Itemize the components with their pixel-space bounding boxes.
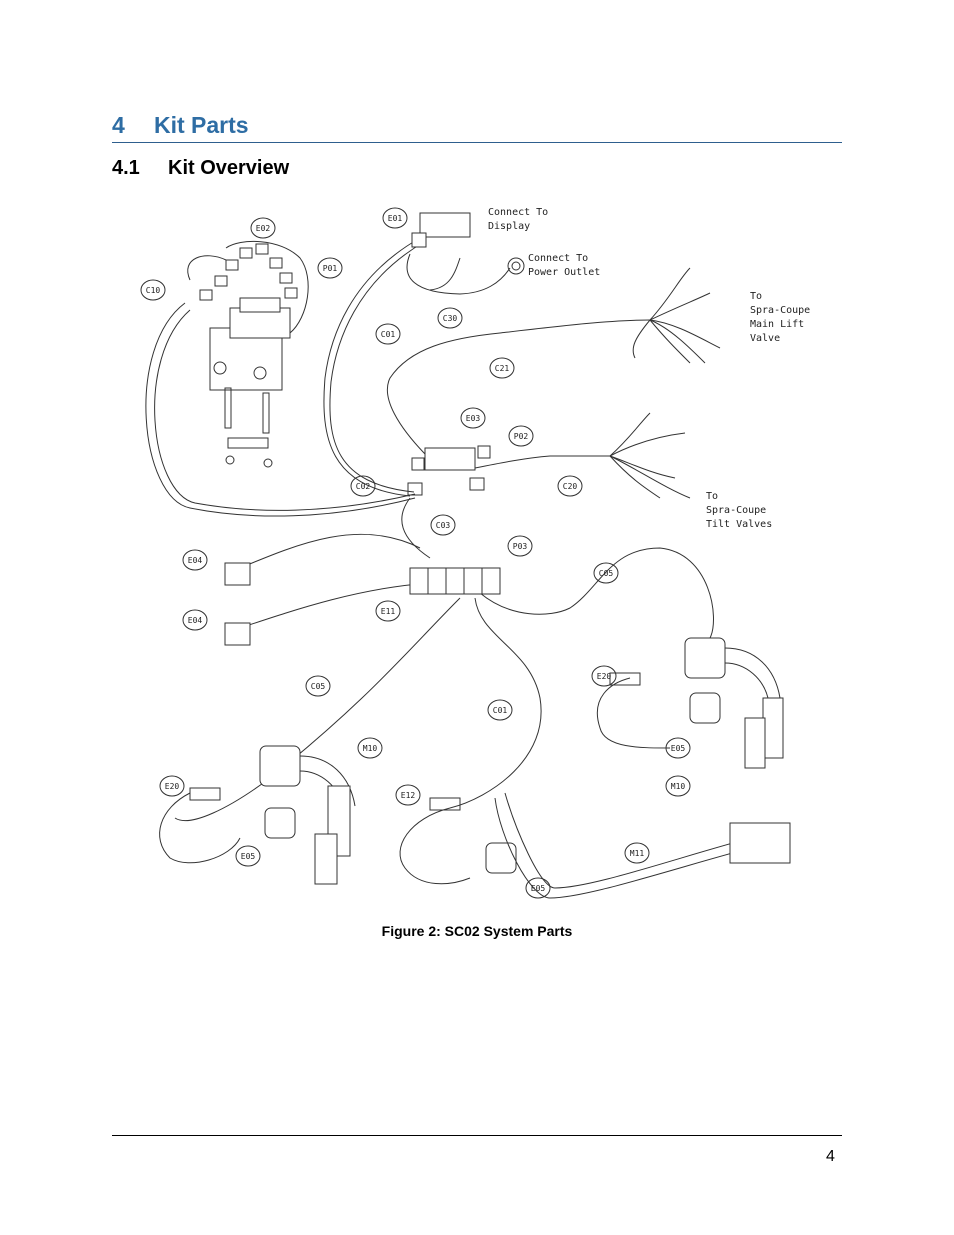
section-heading: 4 Kit Parts [112,110,842,143]
section-title: Kit Parts [154,112,249,138]
display-note-line-1: Connect To [488,207,548,218]
callout-circles [140,207,691,899]
tilt-note-line-1: To [706,491,718,502]
callout-c03: C03 [436,521,451,530]
main-lift-note-line-1: To [750,291,762,302]
harness-cables [145,237,721,885]
callout-e01: E01 [388,214,403,223]
callout-c21: C21 [495,364,510,373]
callout-m10-right: M10 [671,782,686,791]
subsection-title: Kit Overview [168,157,290,179]
callout-c05-left: C05 [311,682,326,691]
callout-e04-lower: E04 [188,616,203,625]
callout-e05-right: E05 [671,744,686,753]
section-number: 4 [112,112,125,138]
display-note-line-2: Display [488,221,530,232]
tilt-note-line-2: Spra-Coupe [706,505,766,516]
main-lift-note-line-4: Valve [750,333,780,344]
callout-e11: E11 [381,607,396,616]
callout-c30: C30 [443,314,458,323]
callout-p01: P01 [323,264,338,273]
valve-block-drawing [187,240,309,468]
callout-e05-left: E05 [241,852,256,861]
callout-c01-bottom: C01 [493,706,508,715]
subsection-heading: 4.1 Kit Overview [112,157,289,180]
callout-e20-right: E20 [597,672,612,681]
main-lift-note-line-3: Main Lift [750,319,804,330]
callout-m10-left: M10 [363,744,378,753]
main-lift-note-line-2: Spra-Coupe [750,305,810,316]
callout-p03: P03 [513,542,528,551]
figure-caption: Figure 2: SC02 System Parts [381,923,573,939]
callout-e02: E02 [256,224,271,233]
footer-divider [112,1135,842,1136]
callout-e20-left: E20 [165,782,180,791]
callout-m11: M11 [630,849,645,858]
annotations: Connect To Display Connect To Power Outl… [488,207,810,530]
power-note-line-2: Power Outlet [528,267,600,278]
callout-c20: C20 [563,482,578,491]
callout-p02: P02 [514,432,529,441]
power-note-line-1: Connect To [528,253,588,264]
callout-e03: E03 [466,414,481,423]
subsection-number: 4.1 [112,157,140,179]
components [189,212,791,899]
callout-labels: E01 E02 P01 C10 C01 C30 C21 E03 P02 C02 … [146,214,686,893]
callout-e04-upper: E04 [188,556,203,565]
tilt-note-line-3: Tilt Valves [706,519,772,530]
page-number: 4 [826,1148,835,1165]
callout-c02: C02 [356,482,371,491]
system-parts-diagram: E01 E02 P01 C10 C01 C30 C21 E03 P02 C02 … [130,198,840,918]
callout-e12: E12 [401,791,416,800]
callout-c05-right: C05 [599,569,614,578]
callout-c01-top: C01 [381,330,396,339]
callout-c10: C10 [146,286,161,295]
callout-e05-bottom: E05 [531,884,546,893]
